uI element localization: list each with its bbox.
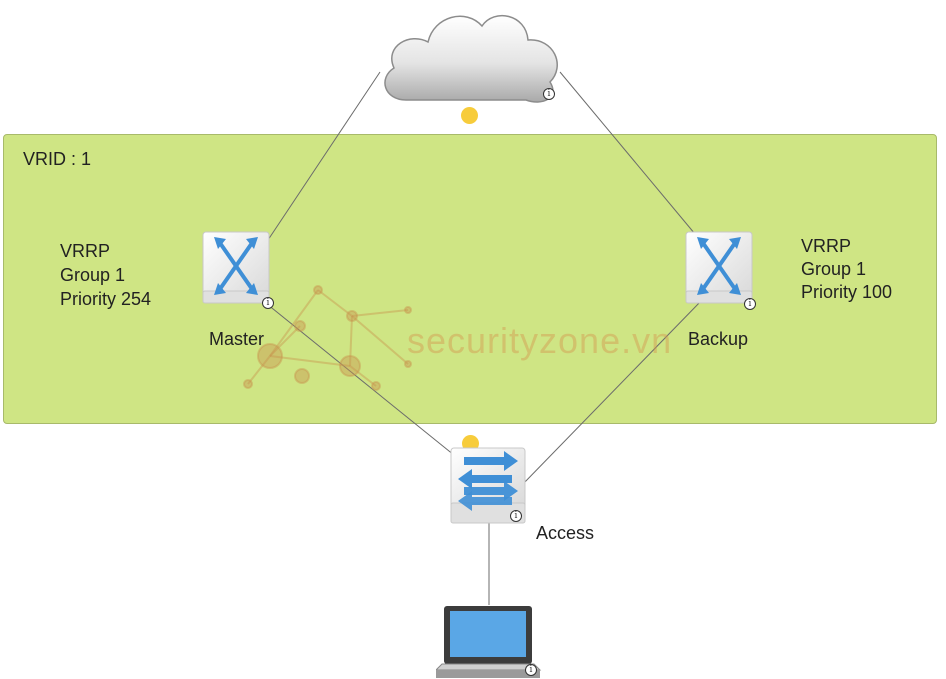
- router-icon[interactable]: [685, 231, 755, 306]
- watermark-text: securityzone.vn: [407, 320, 673, 361]
- link-cloud-master: [267, 71, 381, 241]
- cloud-info-icon[interactable]: i: [543, 88, 555, 100]
- master-info-icon[interactable]: i: [262, 297, 274, 309]
- vrrp-zone: [3, 134, 937, 424]
- master-vrrp-label: VRRP: [60, 241, 111, 261]
- link-master-access: [261, 299, 476, 473]
- backup-vrrp-label: VRRP: [801, 236, 852, 256]
- backup-group-label: Group 1: [801, 259, 867, 279]
- cloud-status-dot: [461, 107, 478, 124]
- master-group-label: Group 1: [60, 265, 126, 285]
- access-info-icon[interactable]: i: [510, 510, 522, 522]
- switch-icon[interactable]: [450, 447, 530, 527]
- cloud-icon[interactable]: [376, 2, 566, 107]
- link-backup-access: [521, 299, 703, 486]
- laptop-icon[interactable]: [436, 604, 542, 679]
- laptop-info-icon[interactable]: i: [525, 664, 537, 676]
- backup-info-icon[interactable]: i: [744, 298, 756, 310]
- backup-label: Backup: [688, 329, 749, 349]
- access-label: Access: [536, 523, 595, 543]
- link-cloud-backup: [559, 71, 701, 241]
- watermark-logo: [243, 285, 412, 391]
- zone-title: VRID : 1: [23, 149, 92, 169]
- backup-priority-label: Priority 100: [801, 282, 893, 302]
- master-priority-label: Priority 254: [60, 289, 152, 309]
- router-icon[interactable]: [202, 231, 272, 306]
- master-label: Master: [209, 329, 265, 349]
